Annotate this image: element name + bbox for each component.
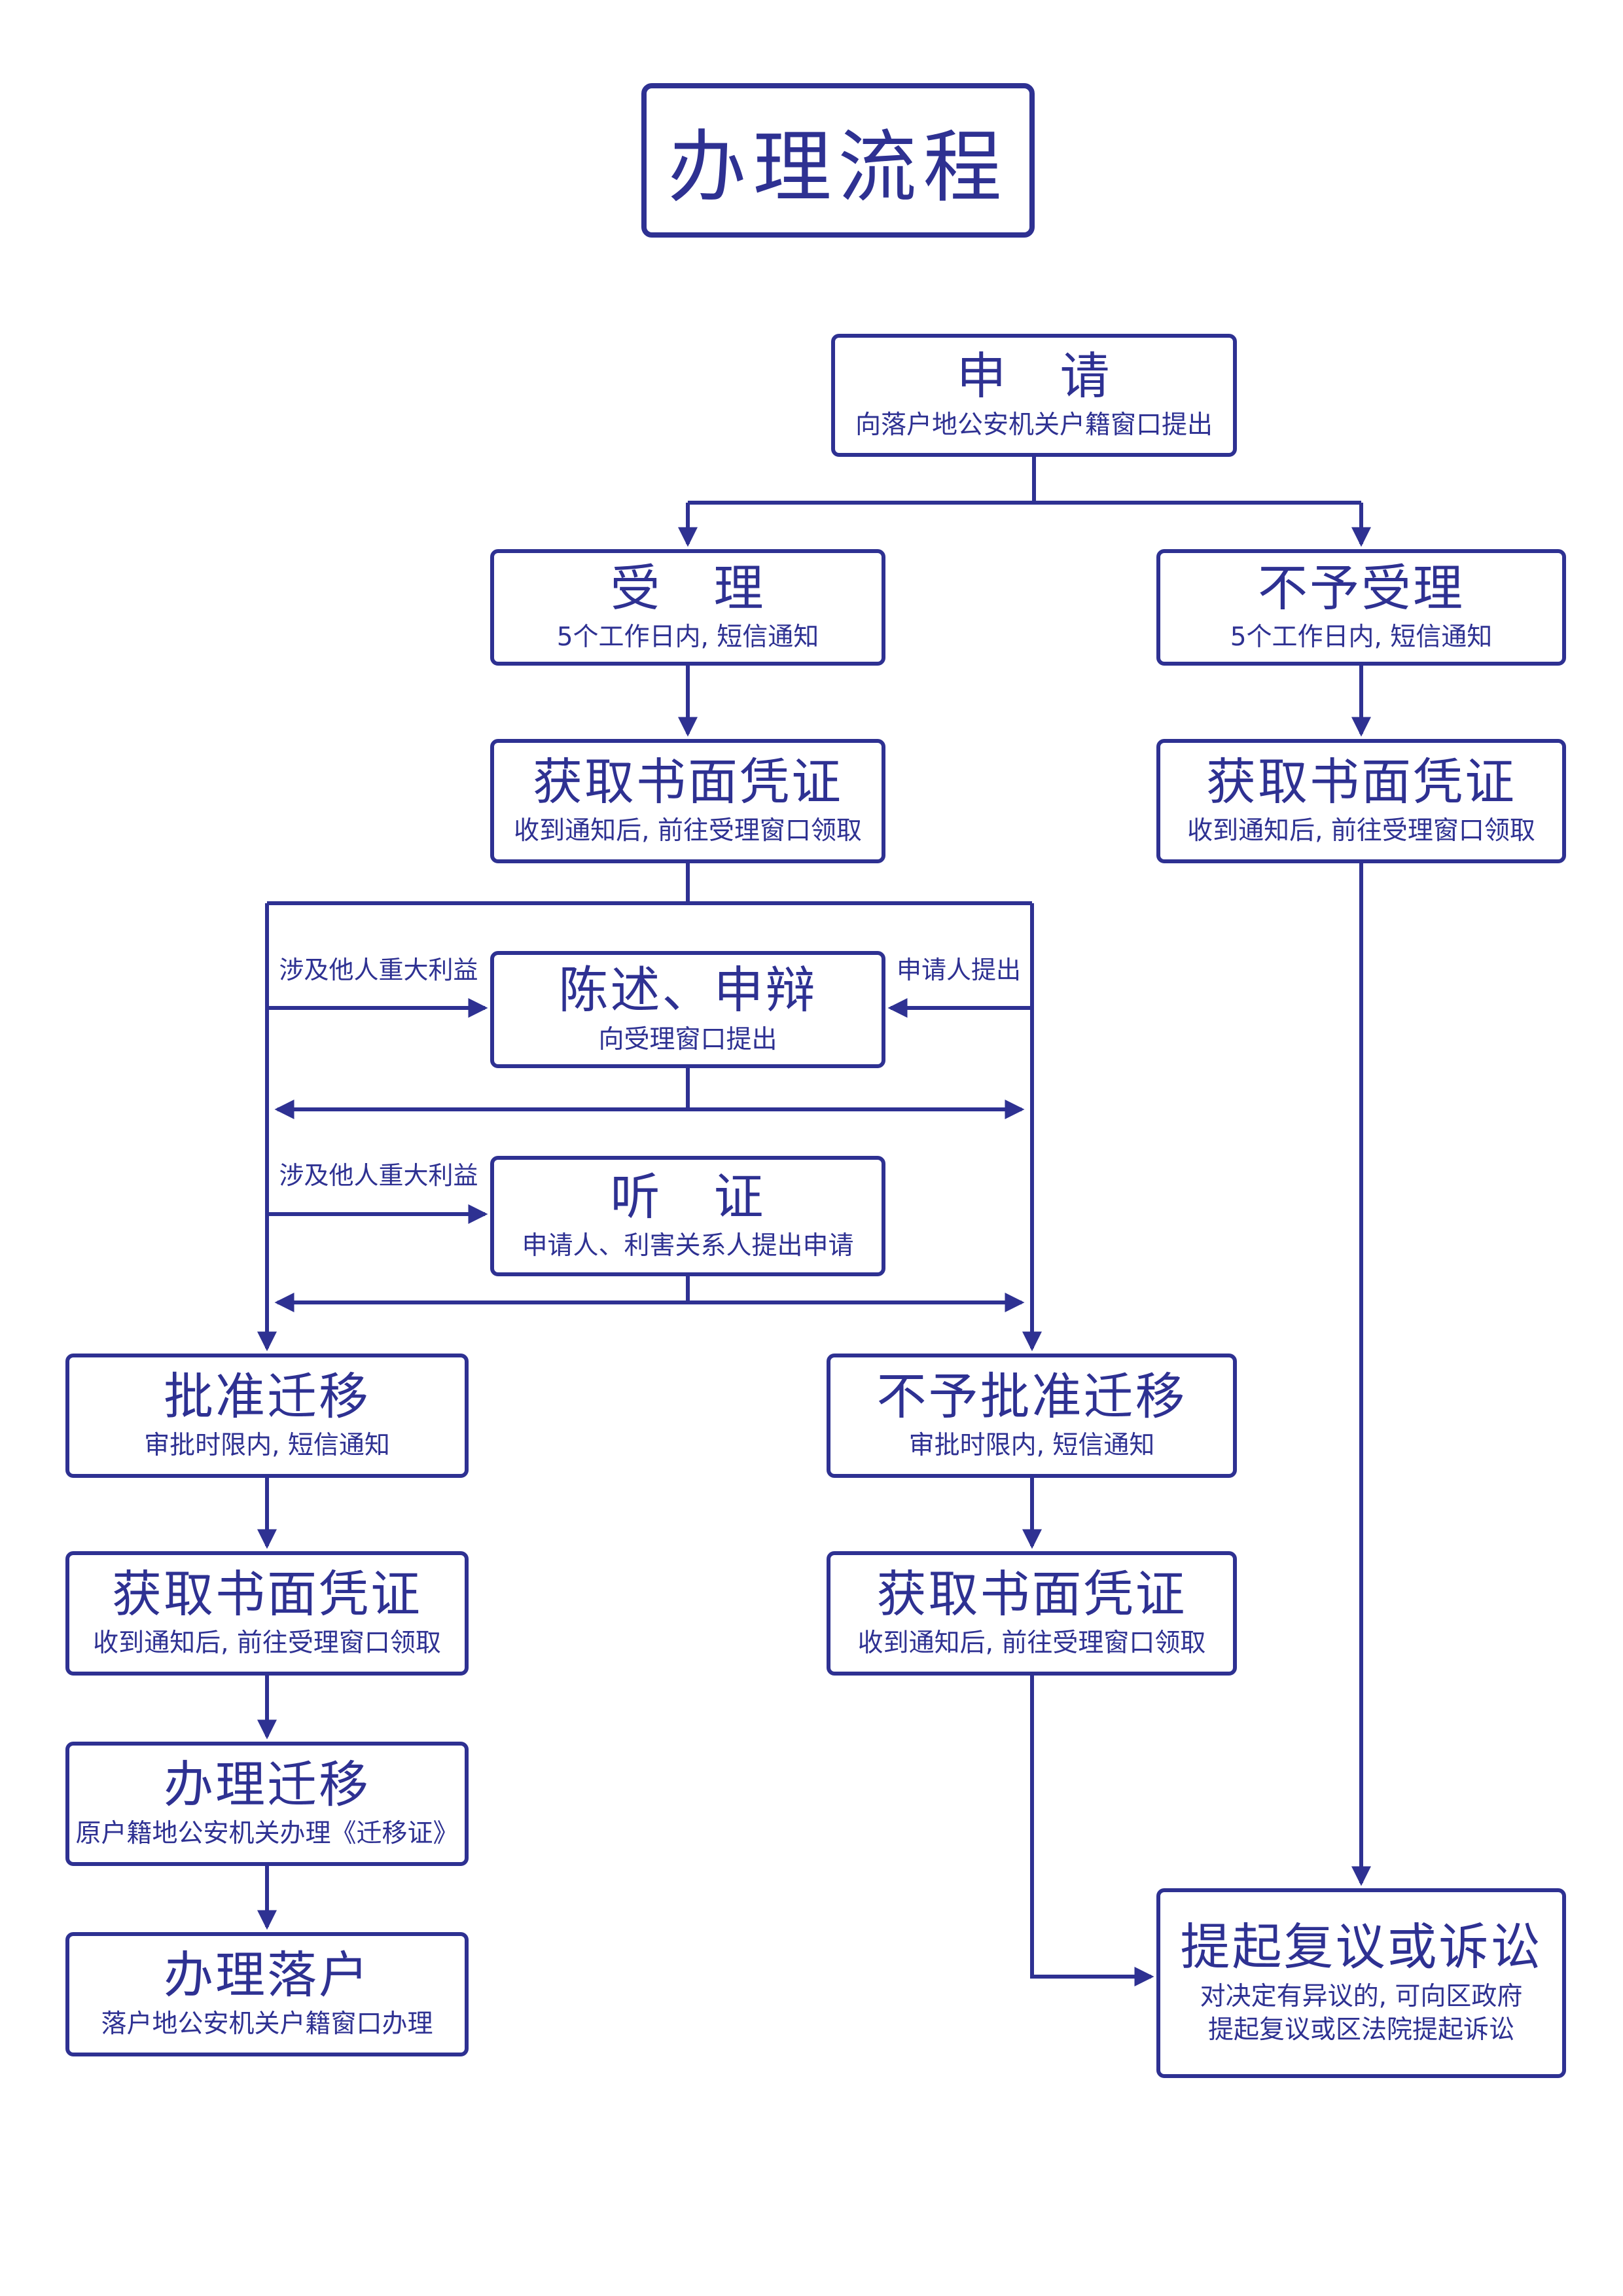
node-appeal: 提起复议或诉讼 对决定有异议的, 可向区政府 提起复议或区法院提起诉讼	[1156, 1888, 1566, 2078]
node-apply-title: 申 请	[956, 346, 1112, 405]
node-approve-title: 批准迁移	[164, 1367, 370, 1426]
node-cert-not-approve: 获取书面凭证 收到通知后, 前往受理窗口领取	[827, 1551, 1237, 1676]
node-transfer: 办理迁移 原户籍地公安机关办理《迁移证》	[65, 1742, 469, 1866]
edge-cert-to-appeal-side	[1030, 1676, 1154, 1986]
node-cert-not-approve-subtitle: 收到通知后, 前往受理窗口领取	[857, 1628, 1206, 1659]
node-accept: 受 理 5个工作日内, 短信通知	[490, 549, 885, 666]
node-not-accept-subtitle: 5个工作日内, 短信通知	[1230, 622, 1493, 653]
node-hearing-subtitle: 申请人、利害关系人提出申请	[522, 1231, 854, 1261]
node-not-approve: 不予批准迁移 审批时限内, 短信通知	[827, 1354, 1237, 1478]
node-approve: 批准迁移 审批时限内, 短信通知	[65, 1354, 469, 1478]
node-hearing: 听 证 申请人、利害关系人提出申请	[490, 1156, 885, 1276]
node-accept-title: 受 理	[610, 558, 766, 617]
node-cert-accept-subtitle: 收到通知后, 前往受理窗口领取	[514, 816, 862, 846]
edge-label-hearing-left: 涉及他人重大利益	[279, 1161, 478, 1190]
node-transfer-title: 办理迁移	[164, 1755, 370, 1814]
diagram-title-box: 办理流程	[641, 83, 1035, 238]
node-not-approve-subtitle: 审批时限内, 短信通知	[908, 1431, 1155, 1461]
node-apply-subtitle: 向落户地公安机关户籍窗口提出	[855, 410, 1213, 440]
diagram-title: 办理流程	[668, 122, 1008, 213]
node-not-approve-title: 不予批准迁移	[876, 1367, 1187, 1426]
node-cert-not-accept-subtitle: 收到通知后, 前往受理窗口领取	[1187, 816, 1535, 846]
node-appeal-subtitle-line1: 对决定有异议的, 可向区政府	[1200, 1982, 1523, 2012]
node-appeal-title: 提起复议或诉讼	[1180, 1918, 1543, 1977]
edge-label-statement-right: 申请人提出	[896, 956, 1021, 984]
edge-label-statement-left: 涉及他人重大利益	[279, 956, 478, 984]
node-cert-not-accept-title: 获取书面凭证	[1206, 752, 1516, 811]
node-not-accept: 不予受理 5个工作日内, 短信通知	[1156, 549, 1566, 666]
node-settle-subtitle: 落户地公安机关户籍窗口办理	[101, 2009, 433, 2039]
node-apply: 申 请 向落户地公安机关户籍窗口提出	[831, 334, 1237, 457]
node-cert-approve-title: 获取书面凭证	[112, 1564, 422, 1623]
node-cert-approve: 获取书面凭证 收到通知后, 前往受理窗口领取	[65, 1551, 469, 1676]
node-cert-not-accept: 获取书面凭证 收到通知后, 前往受理窗口领取	[1156, 739, 1566, 863]
node-cert-approve-subtitle: 收到通知后, 前往受理窗口领取	[93, 1628, 441, 1659]
node-hearing-title: 听 证	[610, 1167, 766, 1226]
node-cert-accept: 获取书面凭证 收到通知后, 前往受理窗口领取	[490, 739, 885, 863]
node-settle: 办理落户 落户地公安机关户籍窗口办理	[65, 1932, 469, 2056]
node-transfer-subtitle: 原户籍地公安机关办理《迁移证》	[75, 1819, 459, 1849]
node-appeal-subtitle-line2: 提起复议或区法院提起诉讼	[1207, 2015, 1514, 2045]
node-cert-accept-title: 获取书面凭证	[533, 752, 843, 811]
node-statement-title: 陈述、申辩	[558, 961, 817, 1020]
node-statement: 陈述、申辩 向受理窗口提出	[490, 951, 885, 1068]
node-cert-not-approve-title: 获取书面凭证	[876, 1564, 1187, 1623]
node-accept-subtitle: 5个工作日内, 短信通知	[556, 622, 819, 653]
node-approve-subtitle: 审批时限内, 短信通知	[144, 1431, 390, 1461]
node-not-accept-title: 不予受理	[1258, 558, 1465, 617]
node-settle-title: 办理落户	[164, 1945, 370, 2004]
node-statement-subtitle: 向受理窗口提出	[598, 1024, 777, 1054]
